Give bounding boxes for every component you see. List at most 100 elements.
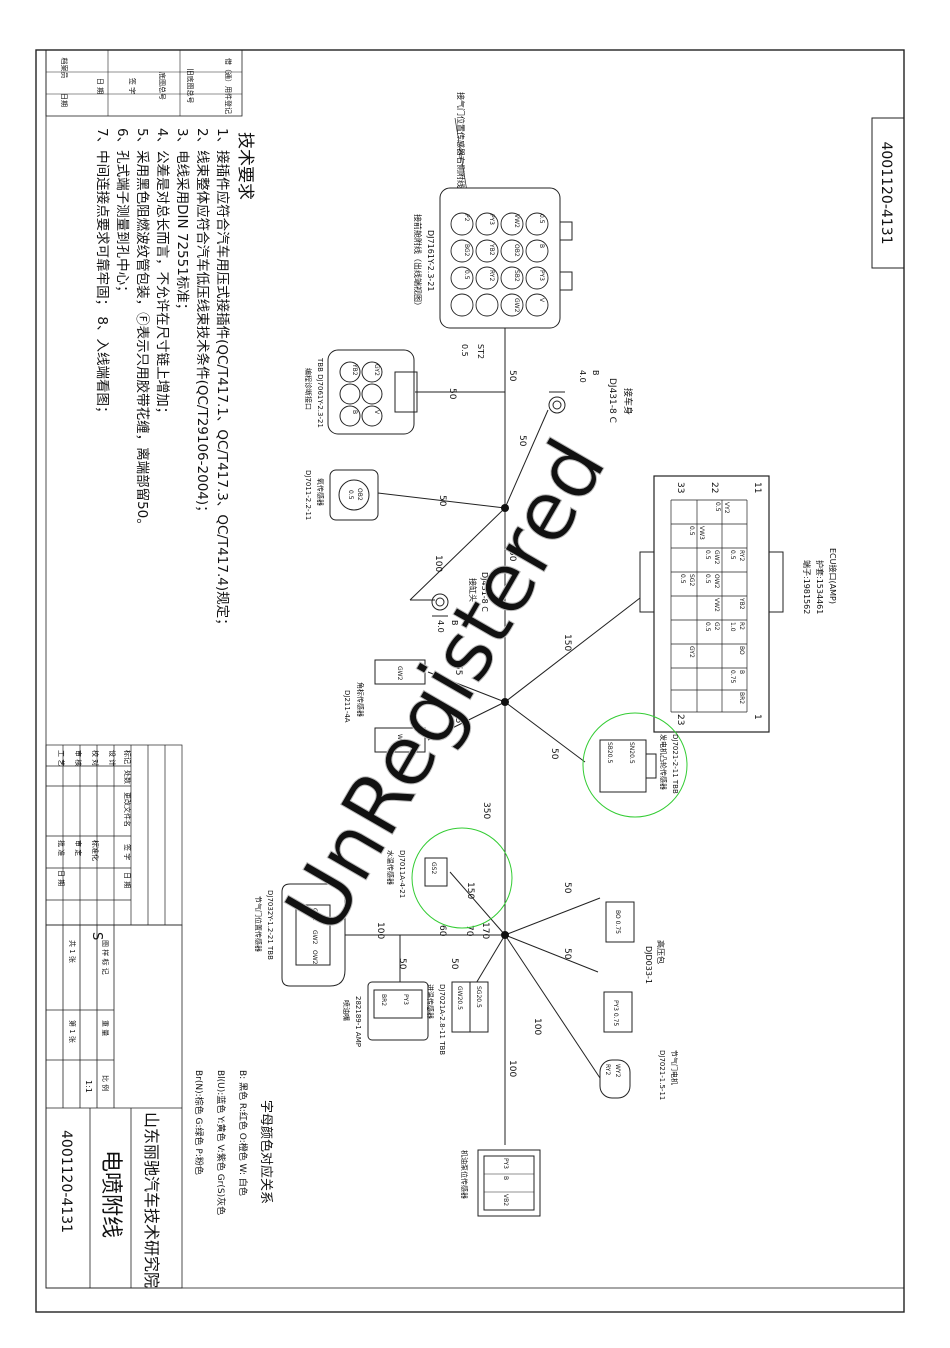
water-pin: GS2 xyxy=(430,862,437,874)
fuel-pin1: PY3 xyxy=(502,1158,509,1169)
ecu-cell-10: OW2 xyxy=(713,574,720,589)
tps-pin1: OB2 xyxy=(311,908,318,921)
len-16: 50 xyxy=(397,958,407,970)
len-5: 50 xyxy=(507,550,517,562)
rev-h0: 标记 xyxy=(123,750,132,764)
cam-sensor: SB20.5 SN20.5 DJ7021-2-11 TBB 发电机凸轮传感器 xyxy=(582,712,688,818)
revision-block xyxy=(45,744,183,926)
len-15: 100 xyxy=(375,922,385,939)
sheet-total: 共 1 张 xyxy=(68,940,77,963)
mh-pin-10: RY2 xyxy=(488,270,495,281)
ecu-title: ECU接口(AMP) xyxy=(828,548,838,604)
cam-pin2: SN20.5 xyxy=(628,742,635,764)
tech-item-2: 2、线束整体应符合汽车低压线束技术条件(QC/T29106-2004)； xyxy=(194,128,211,519)
tip-note: 接气门位置传感器右侧附线 xyxy=(456,92,466,188)
tech-item-4: 4、公差是对总长而言，不允许在尺寸链上增加； xyxy=(154,128,170,420)
water-temp-sensor: GS2 DJ7011A-4-21 水温传感器 xyxy=(386,827,513,929)
weight-label: 重 量 xyxy=(101,1020,109,1036)
role-2: 审 核 xyxy=(74,750,83,766)
ground-body-size: 4.0 xyxy=(578,370,587,383)
ground-cyl-size: 4.0 xyxy=(436,620,445,633)
title-block xyxy=(45,924,183,1289)
idle-code: DJ7021-1.5-11 xyxy=(658,1050,666,1100)
len-17: 50 xyxy=(449,958,459,970)
len-0: 50 xyxy=(507,370,517,382)
mh-pin-8: PY3 xyxy=(488,214,495,225)
len-3: 50 xyxy=(437,495,447,507)
diag-connector: GY2 V YB2 B TBB DJ7061Y-2.3-21 编程诊断接口 xyxy=(304,349,418,435)
junction-dots xyxy=(501,504,509,939)
scale-label: 比 例 xyxy=(101,1075,110,1091)
main-harness-connector: 0.5 B PY3 V VW2 OB2 SB2 GW2 PY3 YB2 RY2 … xyxy=(413,187,573,359)
ecu-cell-0: VY2 xyxy=(723,502,730,514)
tech-heading: 技术要求 xyxy=(235,132,255,200)
strip-label-6: 日期 xyxy=(60,93,68,107)
ecu-cell-8: SG2 xyxy=(688,574,695,586)
ecu-cell-20: B xyxy=(738,670,745,674)
tech-item-1: 1、接插件应符合汽车用压式接插件(QC/T417.1、QC/T417.3、QC/… xyxy=(214,128,231,632)
tech-item-3: 3、电线采用DIN 72551标准； xyxy=(174,128,190,316)
rev-h3: 签 字 xyxy=(123,844,132,860)
rev-h2: 更改文件名 xyxy=(123,792,132,827)
ecu-cell-12: VW2 xyxy=(713,598,720,612)
mh-wire-label: ST2 xyxy=(476,344,485,359)
inj-pin2: PY3 xyxy=(402,994,409,1005)
tps-code: DJ7032Y-1.2-21 TBB xyxy=(266,890,274,960)
role-7: 日 期 xyxy=(57,870,65,886)
drawing-number-top: 4001120-4131 xyxy=(878,141,894,244)
role-4: 标准化 xyxy=(91,840,100,861)
mh-pin-4: VW2 xyxy=(513,214,520,228)
rev-h4: 日 期 xyxy=(123,872,131,888)
ground-cyl-wire: B xyxy=(450,620,459,626)
strip-label-5: 档案员 xyxy=(60,58,69,79)
strip-label-1: 旧底图总号 xyxy=(186,69,195,104)
len-13: 60 xyxy=(437,925,447,937)
role-6: 批 准 xyxy=(57,840,66,856)
role-5: 审 定 xyxy=(74,840,83,856)
ecu-connector: VY2 0.5 VW3 0.5 RY2 0.5 GW2 0.5 SG2 0.5 … xyxy=(639,475,838,733)
ecu-cell-3: 0.5 xyxy=(688,526,695,536)
tps-name: 节气门位置传感器 xyxy=(254,896,263,952)
tps-pin2: GW2 xyxy=(311,930,318,945)
title-block-text: 山东丽驰汽车技术研究院 电喷附线 4001120-4131 图 样 标 记 S … xyxy=(58,932,161,1288)
water-code: DJ7011A-4-21 xyxy=(398,850,406,898)
angle-pin1: GW2 xyxy=(396,666,403,681)
len-9: 50 xyxy=(549,748,559,760)
inj-pin1: BR2 xyxy=(380,994,387,1006)
fuel-pin2: B xyxy=(502,1176,509,1180)
diag-code: TBB DJ7061Y-2.3-21 xyxy=(316,357,324,428)
water-name: 水温传感器 xyxy=(386,850,395,885)
ecu-cell-13: YB2 xyxy=(738,597,745,610)
intake-pin1: GW20.5 xyxy=(456,986,463,1010)
ecu-cell-19: BO xyxy=(738,646,745,655)
diag-pin-2: YB2 xyxy=(351,363,358,376)
ecu-cell-2: VW3 xyxy=(698,526,705,540)
mh-pin-2: PY3 xyxy=(538,270,545,281)
ecu-cell-4: RY2 xyxy=(738,550,745,561)
ecu-cell-17: 0.5 xyxy=(704,622,711,632)
stage-label: 图 样 标 记 xyxy=(101,940,110,975)
ecu-num-11: 11 xyxy=(752,482,762,493)
ecu-part1: 护套:1534461 xyxy=(815,560,825,614)
ignition-coil: BO 0.75 PY3 0.75 高压包 DJD033-1 xyxy=(603,901,666,1033)
cam-pin1: SB20.5 xyxy=(606,742,613,763)
coil-pin2: PY3 0.75 xyxy=(612,1000,619,1026)
ecu-num-22: 22 xyxy=(709,482,719,493)
mh-pin-6: SB2 xyxy=(513,270,520,282)
len-11: 150 xyxy=(465,882,475,899)
rev-h1: 处数 xyxy=(123,770,132,784)
legend-line1: B: 黑色 R:红色 O:橙色 W: 白色 xyxy=(237,1070,249,1196)
mh-pin-12: BG2 xyxy=(463,244,470,257)
ecu-cell-9: 0.5 xyxy=(679,574,686,584)
angle-name: 角标传感器 xyxy=(356,682,365,717)
inj-name: 喷油嘴 xyxy=(342,1000,351,1021)
idle-pin2: RY2 xyxy=(604,1064,611,1075)
role-0: 设 计 xyxy=(108,750,117,766)
trunk-lines xyxy=(315,299,641,1145)
ground-body-code: DJ431-8 C xyxy=(607,378,617,423)
coil-pin1: BO 0.75 xyxy=(614,910,621,934)
inj-code: 282189-1 AMP xyxy=(354,996,362,1047)
part-name: 电喷附线 xyxy=(98,1150,123,1238)
